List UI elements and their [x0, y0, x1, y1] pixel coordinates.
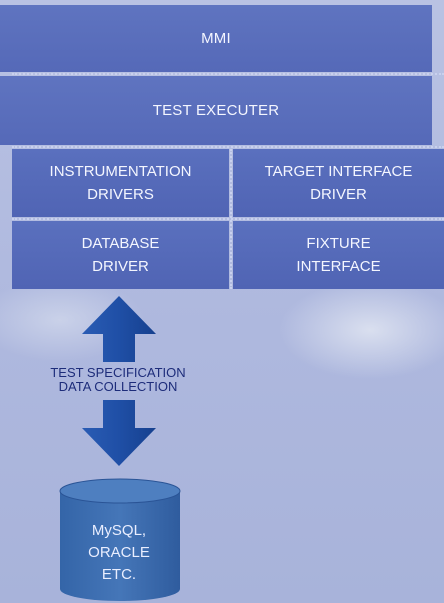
target-interface-driver-block: TARGET INTERFACE DRIVER — [233, 149, 444, 217]
database-driver-block: DATABASE DRIVER — [12, 221, 229, 289]
database-driver-label: DATABASE DRIVER — [81, 235, 160, 275]
layer-divider — [12, 146, 444, 148]
fixture-interface-label: FIXTURE INTERFACE — [296, 235, 381, 275]
instrumentation-drivers-block: INSTRUMENTATION DRIVERS — [12, 149, 229, 217]
test-executer-label: TEST EXECUTER — [152, 101, 280, 119]
database-cylinder-icon — [59, 478, 181, 601]
down-arrow-icon — [82, 400, 156, 466]
layer-divider — [12, 73, 444, 75]
mmi-layer: MMI — [0, 5, 432, 72]
layer-divider — [12, 218, 444, 220]
up-arrow-icon — [82, 296, 156, 362]
instrumentation-drivers-label: INSTRUMENTATION DRIVERS — [49, 163, 192, 203]
target-interface-driver-label: TARGET INTERFACE DRIVER — [264, 163, 413, 203]
mmi-label: MMI — [201, 29, 231, 47]
test-specification-label: TEST SPECIFICATION DATA COLLECTION — [50, 365, 186, 394]
fixture-interface-block: FIXTURE INTERFACE — [233, 221, 444, 289]
database-label: MySQL, ORACLE ETC. — [88, 522, 150, 583]
test-executer-layer: TEST EXECUTER — [0, 76, 432, 145]
